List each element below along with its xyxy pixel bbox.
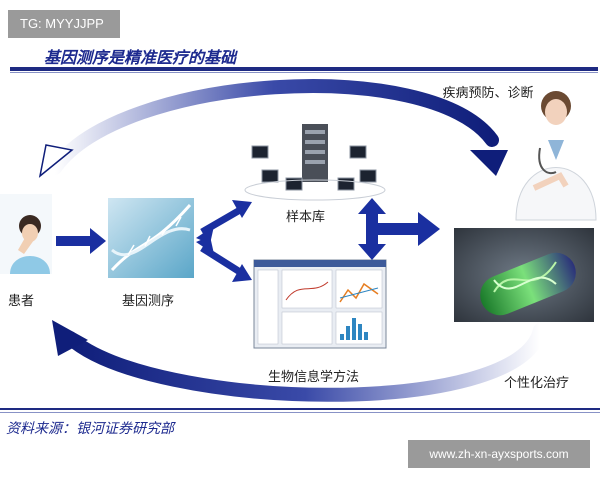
title-divider xyxy=(10,67,598,71)
footer-divider xyxy=(0,408,600,410)
doctor-image xyxy=(515,91,597,221)
sample-bank-servers-image xyxy=(244,124,386,201)
footer-divider-thin xyxy=(0,412,600,413)
bottom-watermark-badge: www.zh-xn-ayxsports.com xyxy=(408,440,590,468)
page-title: 基因测序是精准医疗的基础 xyxy=(44,48,237,67)
patient-image xyxy=(0,194,52,274)
node-label-bioinformatics: 生物信息学方法 xyxy=(268,370,360,385)
node-label-patient: 患者 xyxy=(8,294,35,309)
source-note: 资料来源：银河证券研究部 xyxy=(6,421,174,437)
arrow-bank-bioinformatics-to-treatment xyxy=(358,198,440,260)
arrow-patient-to-sequencing xyxy=(56,228,106,254)
personalized-treatment-image xyxy=(454,228,594,322)
dna-sequencing-image xyxy=(108,198,194,278)
node-label-doctor: 疾病预防、诊断 xyxy=(442,86,534,101)
bottom-cycle-arrow xyxy=(52,320,547,402)
arrow-sequencing-to-bioinformatics xyxy=(196,236,252,282)
top-watermark-badge: TG: MYYJJPP xyxy=(8,10,120,38)
arrow-sequencing-to-sample-bank xyxy=(196,200,252,244)
bioinformatics-software-image xyxy=(253,259,387,349)
node-label-personalized-treatment: 个性化治疗 xyxy=(504,376,570,391)
top-cycle-arrow xyxy=(38,79,508,178)
node-label-sample-bank: 样本库 xyxy=(286,210,326,225)
node-label-sequencing: 基因测序 xyxy=(122,294,175,309)
title-divider-thin xyxy=(10,72,598,73)
